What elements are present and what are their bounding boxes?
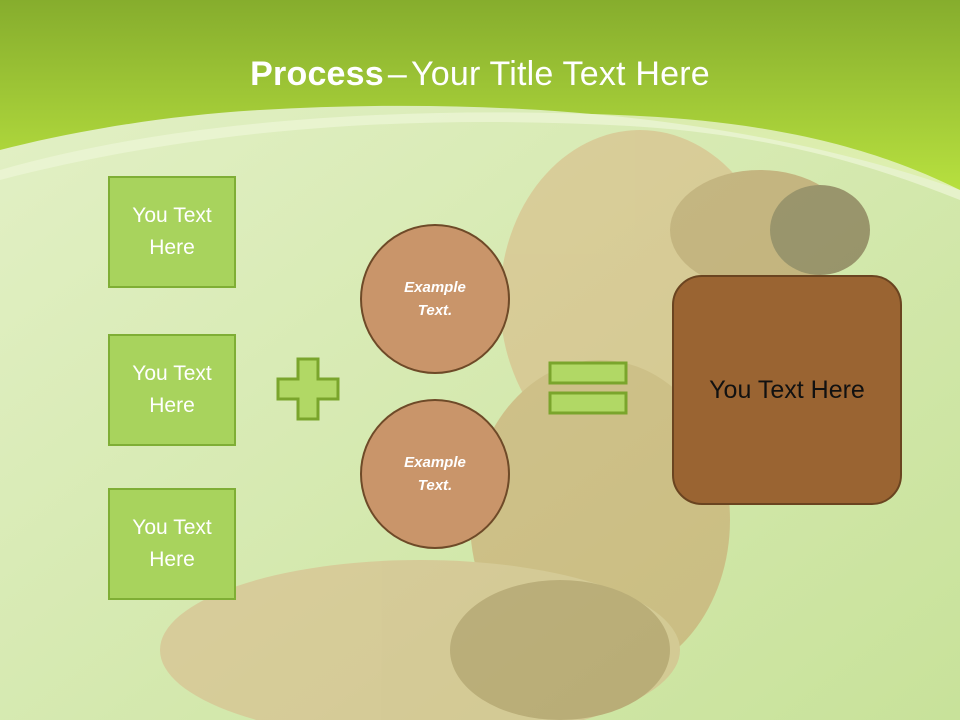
title-bold-part: Process [250,55,384,93]
text-box-3: You Text Here [108,488,236,600]
result-box: You Text Here [672,275,902,505]
example-circle-2: Example Text. [360,399,510,549]
example-circle-1: Example Text. [360,224,510,374]
plus-icon [276,357,340,421]
title-dash: – [387,55,407,93]
title-rest: Your Title Text Here [411,55,710,93]
text-box-1: You Text Here [108,176,236,288]
slide-title: Process–Your Title Text Here [0,50,960,98]
equals-icon [548,361,628,415]
text-box-2: You Text Here [108,334,236,446]
